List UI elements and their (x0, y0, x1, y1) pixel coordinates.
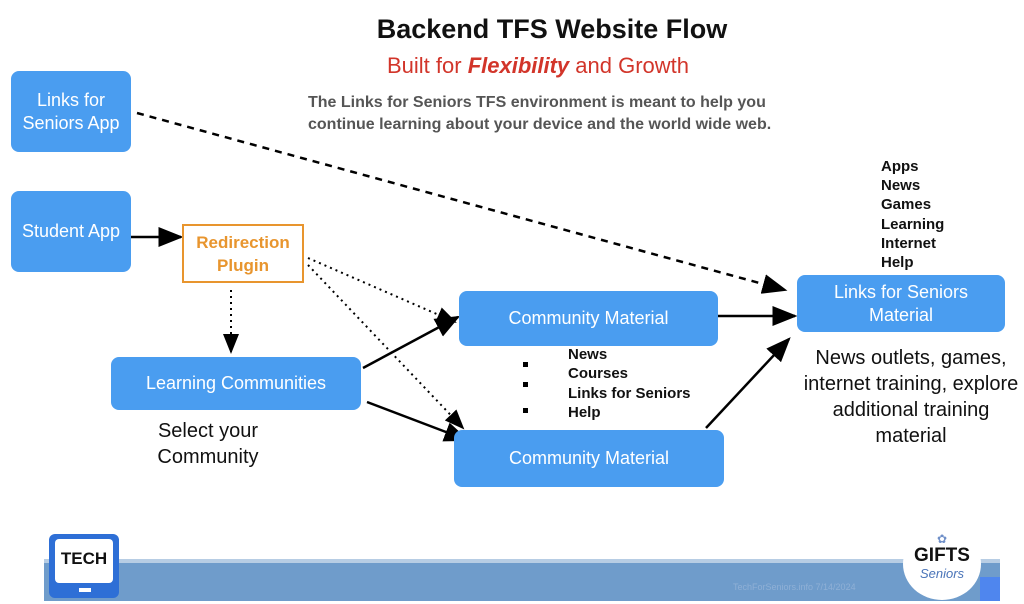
list-item: Links for Seniors (568, 384, 691, 402)
list-item: Games (881, 196, 932, 214)
list-item: Help (568, 403, 601, 421)
arrow-links-app-to-material (136, 111, 788, 294)
node-student-app: Student App (11, 191, 131, 272)
footer-band (44, 563, 1000, 601)
arrow-learning-to-cm1 (362, 315, 461, 370)
arrow-learning-to-cm2 (366, 400, 470, 442)
tech-seniors-logo: TECH (49, 534, 119, 598)
description: The Links for Seniors TFS environment is… (308, 94, 772, 133)
footer-text: TechForSeniors.info 7/14/2024 (733, 582, 856, 592)
list-item: News (568, 346, 608, 363)
cm-items-list: News Courses Links for Seniors Help (568, 345, 691, 422)
arrow-plugin-to-cm1 (307, 257, 457, 323)
footer-accent (980, 577, 1000, 601)
list-item: Apps (881, 158, 919, 175)
node-community-material-1: Community Material (459, 291, 718, 346)
arrow-plugin-to-cm2 (307, 264, 465, 430)
lfs-items-list: Apps News Games Learning Internet Help (881, 157, 944, 272)
node-learning-communities: Learning Communities (111, 357, 361, 410)
gifts-seniors-logo: ✿ GIFTS Seniors (903, 528, 981, 600)
list-item: Internet (881, 234, 937, 252)
list-item: Courses (568, 365, 629, 383)
page-title: Backend TFS Website Flow (376, 14, 728, 44)
footer-strip (44, 559, 1000, 563)
node-community-material-2: Community Material (454, 430, 724, 487)
subtitle: Built for Flexibility and Growth (386, 53, 690, 78)
arrow-cm2-to-material (705, 337, 791, 429)
bullets (523, 362, 528, 413)
list-item: News (881, 177, 921, 195)
right-description: News outlets, games,internet training, e… (803, 347, 1019, 447)
list-item: Help (881, 254, 914, 272)
list-item: Learning (881, 215, 945, 233)
